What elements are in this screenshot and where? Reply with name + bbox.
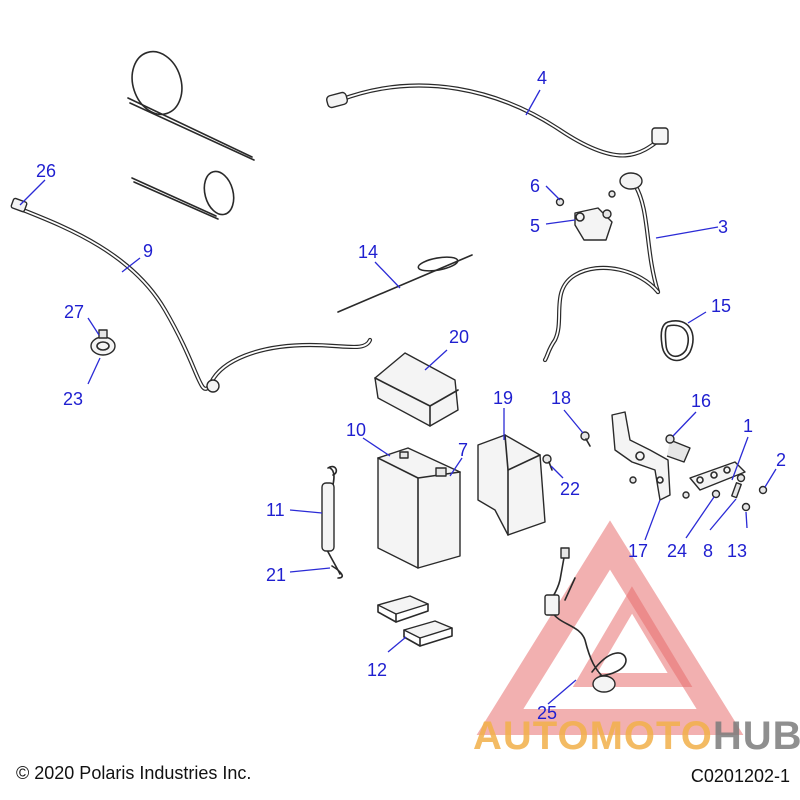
callout-18: 18 xyxy=(551,388,571,408)
copyright-text: © 2020 Polaris Industries Inc. xyxy=(16,763,252,783)
callout-2: 2 xyxy=(776,450,786,470)
callout-23: 23 xyxy=(63,389,83,409)
battery-cable-3 xyxy=(542,172,661,363)
callout-19: 19 xyxy=(493,388,513,408)
cable-tie-large xyxy=(127,50,255,161)
pads-12 xyxy=(377,595,453,647)
callout-3: 3 xyxy=(718,217,728,237)
battery-10 xyxy=(377,447,461,569)
callout-25: 25 xyxy=(537,703,557,723)
callout-9: 9 xyxy=(143,241,153,261)
callout-11: 11 xyxy=(266,500,285,520)
callout-21: 21 xyxy=(266,565,286,585)
terminal-block-1 xyxy=(689,461,746,499)
cable-tie-small xyxy=(131,170,235,220)
callout-14: 14 xyxy=(358,242,378,262)
seal-15 xyxy=(660,320,694,362)
callout-15: 15 xyxy=(711,296,731,316)
solenoid-5 xyxy=(555,190,616,241)
callout-26: 26 xyxy=(36,161,56,181)
battery-strap-11 xyxy=(321,465,344,579)
battery-cable-4 xyxy=(325,83,669,158)
callout-13: 13 xyxy=(727,541,747,561)
strap-14 xyxy=(337,254,473,313)
leader-lines xyxy=(19,89,777,705)
callout-12: 12 xyxy=(367,660,387,680)
clamp-23-27 xyxy=(90,329,116,356)
bolt-18 xyxy=(580,431,591,447)
ground-cable-9 xyxy=(10,197,373,393)
battery-cover-20 xyxy=(374,352,459,427)
diagram-code: C0201202-1 xyxy=(690,766,790,786)
callout-17: 17 xyxy=(628,541,648,561)
screw-22 xyxy=(542,454,553,471)
callout-20: 20 xyxy=(449,327,469,347)
callout-22: 22 xyxy=(560,479,580,499)
callout-6: 6 xyxy=(530,176,540,196)
callout-4: 4 xyxy=(537,68,547,88)
callout-10: 10 xyxy=(346,420,366,440)
watermark-word-1: AUTOMOTO xyxy=(473,714,713,758)
callout-16: 16 xyxy=(691,391,711,411)
callout-7: 7 xyxy=(458,440,468,460)
battery-tray-19 xyxy=(477,434,546,536)
nut-16 xyxy=(665,434,675,444)
watermark-word-2: HUB xyxy=(713,714,800,758)
callout-8: 8 xyxy=(703,541,713,561)
watermark-logo xyxy=(476,520,744,735)
callout-1: 1 xyxy=(743,416,753,436)
small-hardware xyxy=(629,476,768,512)
svg-text:AUTOMOTOHUB: AUTOMOTOHUB xyxy=(473,714,800,758)
harness-25 xyxy=(544,547,627,693)
bracket-17 xyxy=(611,411,691,501)
callout-5: 5 xyxy=(530,216,540,236)
callout-27: 27 xyxy=(64,302,84,322)
watermark-text: AUTOMOTOHUB xyxy=(473,714,800,758)
callout-24: 24 xyxy=(667,541,687,561)
callout-labels: 1 2 3 4 5 6 7 8 9 10 11 12 13 14 15 16 1… xyxy=(36,68,786,723)
